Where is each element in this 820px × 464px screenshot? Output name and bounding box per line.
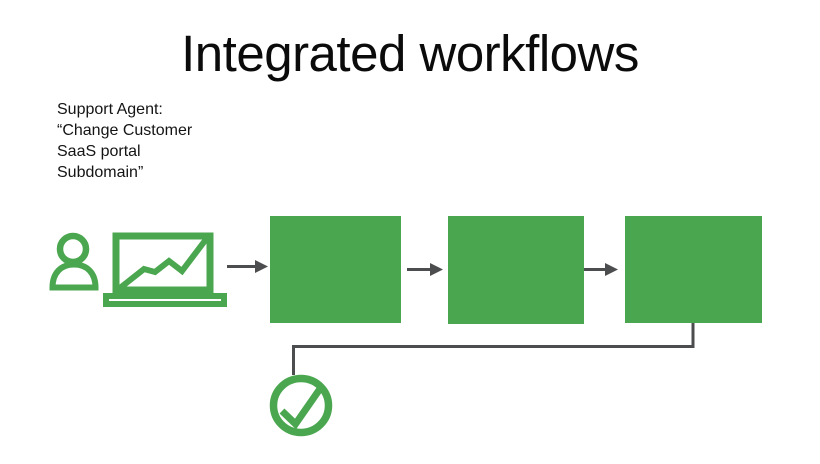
workflow-step-box-2	[448, 216, 584, 324]
check-circle-icon	[269, 374, 333, 437]
flow-arrow-3-icon	[582, 263, 618, 276]
trend-line	[118, 236, 210, 291]
page-title: Integrated workflows	[181, 25, 639, 82]
flow-arrow-1-icon	[227, 260, 268, 273]
person-icon	[49, 232, 99, 291]
laptop-icon	[103, 232, 227, 307]
workflow-step-box-3	[625, 216, 762, 323]
agent-with-laptop-chart-icon	[49, 232, 227, 307]
workflow-step-box-1	[270, 216, 401, 323]
support-agent-annotation: Support Agent: “Change Customer SaaS por…	[57, 101, 193, 181]
flow-arrow-2-icon	[407, 263, 443, 276]
